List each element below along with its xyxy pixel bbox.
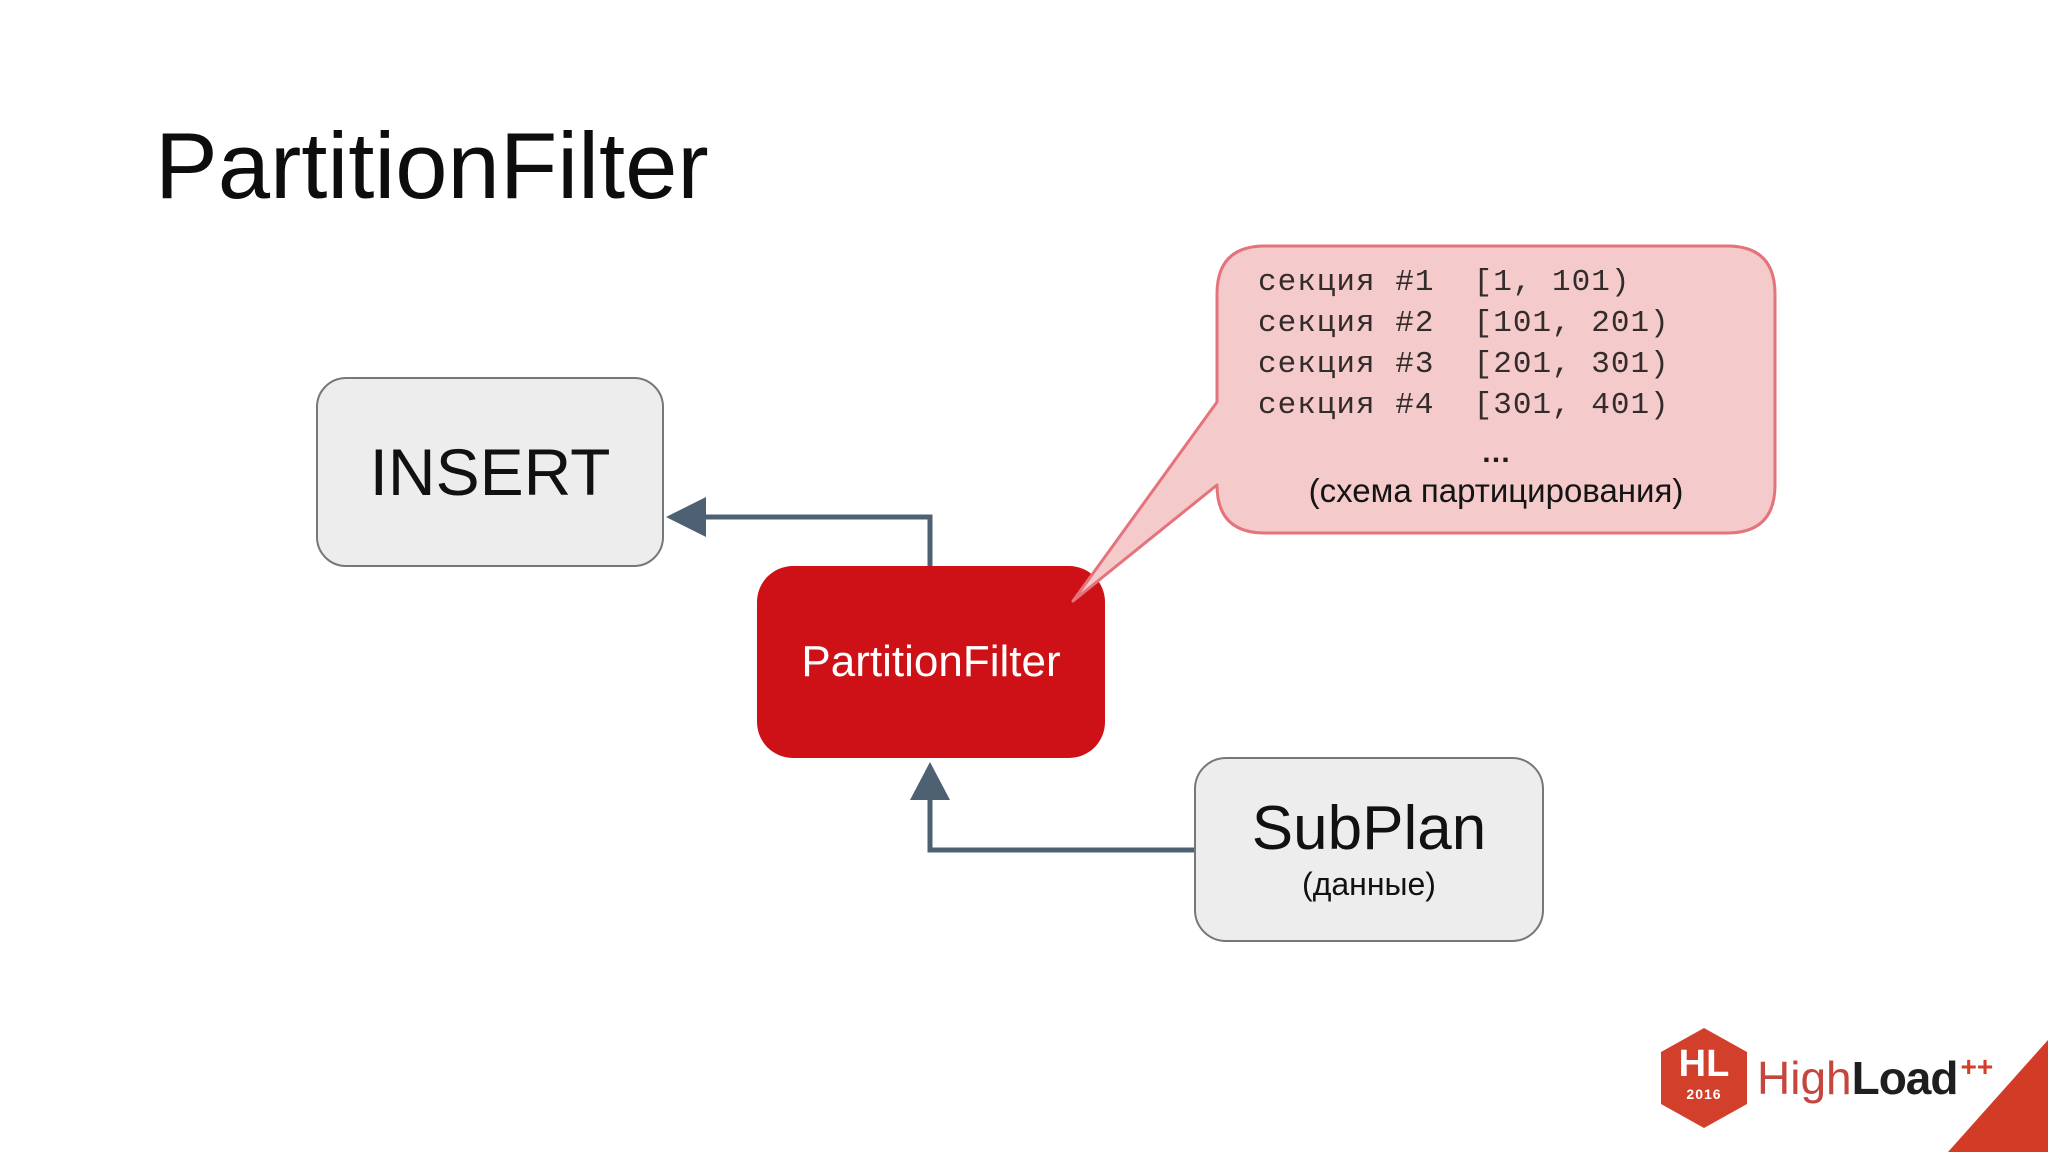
callout-line: секция #3 [201, 301) [1258, 347, 1670, 382]
arrowhead-left-icon [666, 497, 706, 537]
callout-ellipsis: … [1481, 436, 1511, 469]
callout-scheme-list: секция #1 [1, 101) секция #2 [101, 201) … [1258, 262, 1670, 426]
subplan-node-label: SubPlan [1251, 794, 1487, 864]
hl-badge-initials: HL [1678, 1043, 1730, 1085]
highload-logo: HighLoad++ [1757, 1050, 1993, 1118]
subplan-node: SubPlan (данные) [1194, 757, 1544, 942]
corner-triangle [1948, 1040, 2048, 1152]
callout-line: секция #4 [301, 401) [1258, 388, 1670, 423]
highload-logo-high: High [1757, 1052, 1852, 1104]
subplan-node-sublabel: (данные) [1302, 866, 1436, 903]
insert-node-label: INSERT [369, 435, 611, 509]
highload-logo-load: Load [1851, 1052, 1959, 1104]
callout-bubble-shape [1071, 244, 1777, 603]
partition-filter-node: PartitionFilter [757, 566, 1105, 758]
connector-subplan-to-filter [927, 798, 1194, 853]
slide-title: PartitionFilter [155, 113, 709, 218]
hl-hexagon-badge [1661, 1028, 1747, 1128]
connector-filter-to-insert [704, 514, 933, 566]
insert-node: INSERT [316, 377, 664, 567]
highload-logo-plusplus: ++ [1960, 1051, 1994, 1082]
hl-badge-year: 2016 [1686, 1086, 1722, 1102]
callout-caption: (схема партицирования) [1308, 472, 1684, 509]
arrowhead-up-icon [910, 762, 950, 800]
callout-line: секция #2 [101, 201) [1258, 306, 1670, 341]
callout-line: секция #1 [1, 101) [1258, 265, 1631, 300]
partition-filter-node-label: PartitionFilter [801, 637, 1061, 686]
